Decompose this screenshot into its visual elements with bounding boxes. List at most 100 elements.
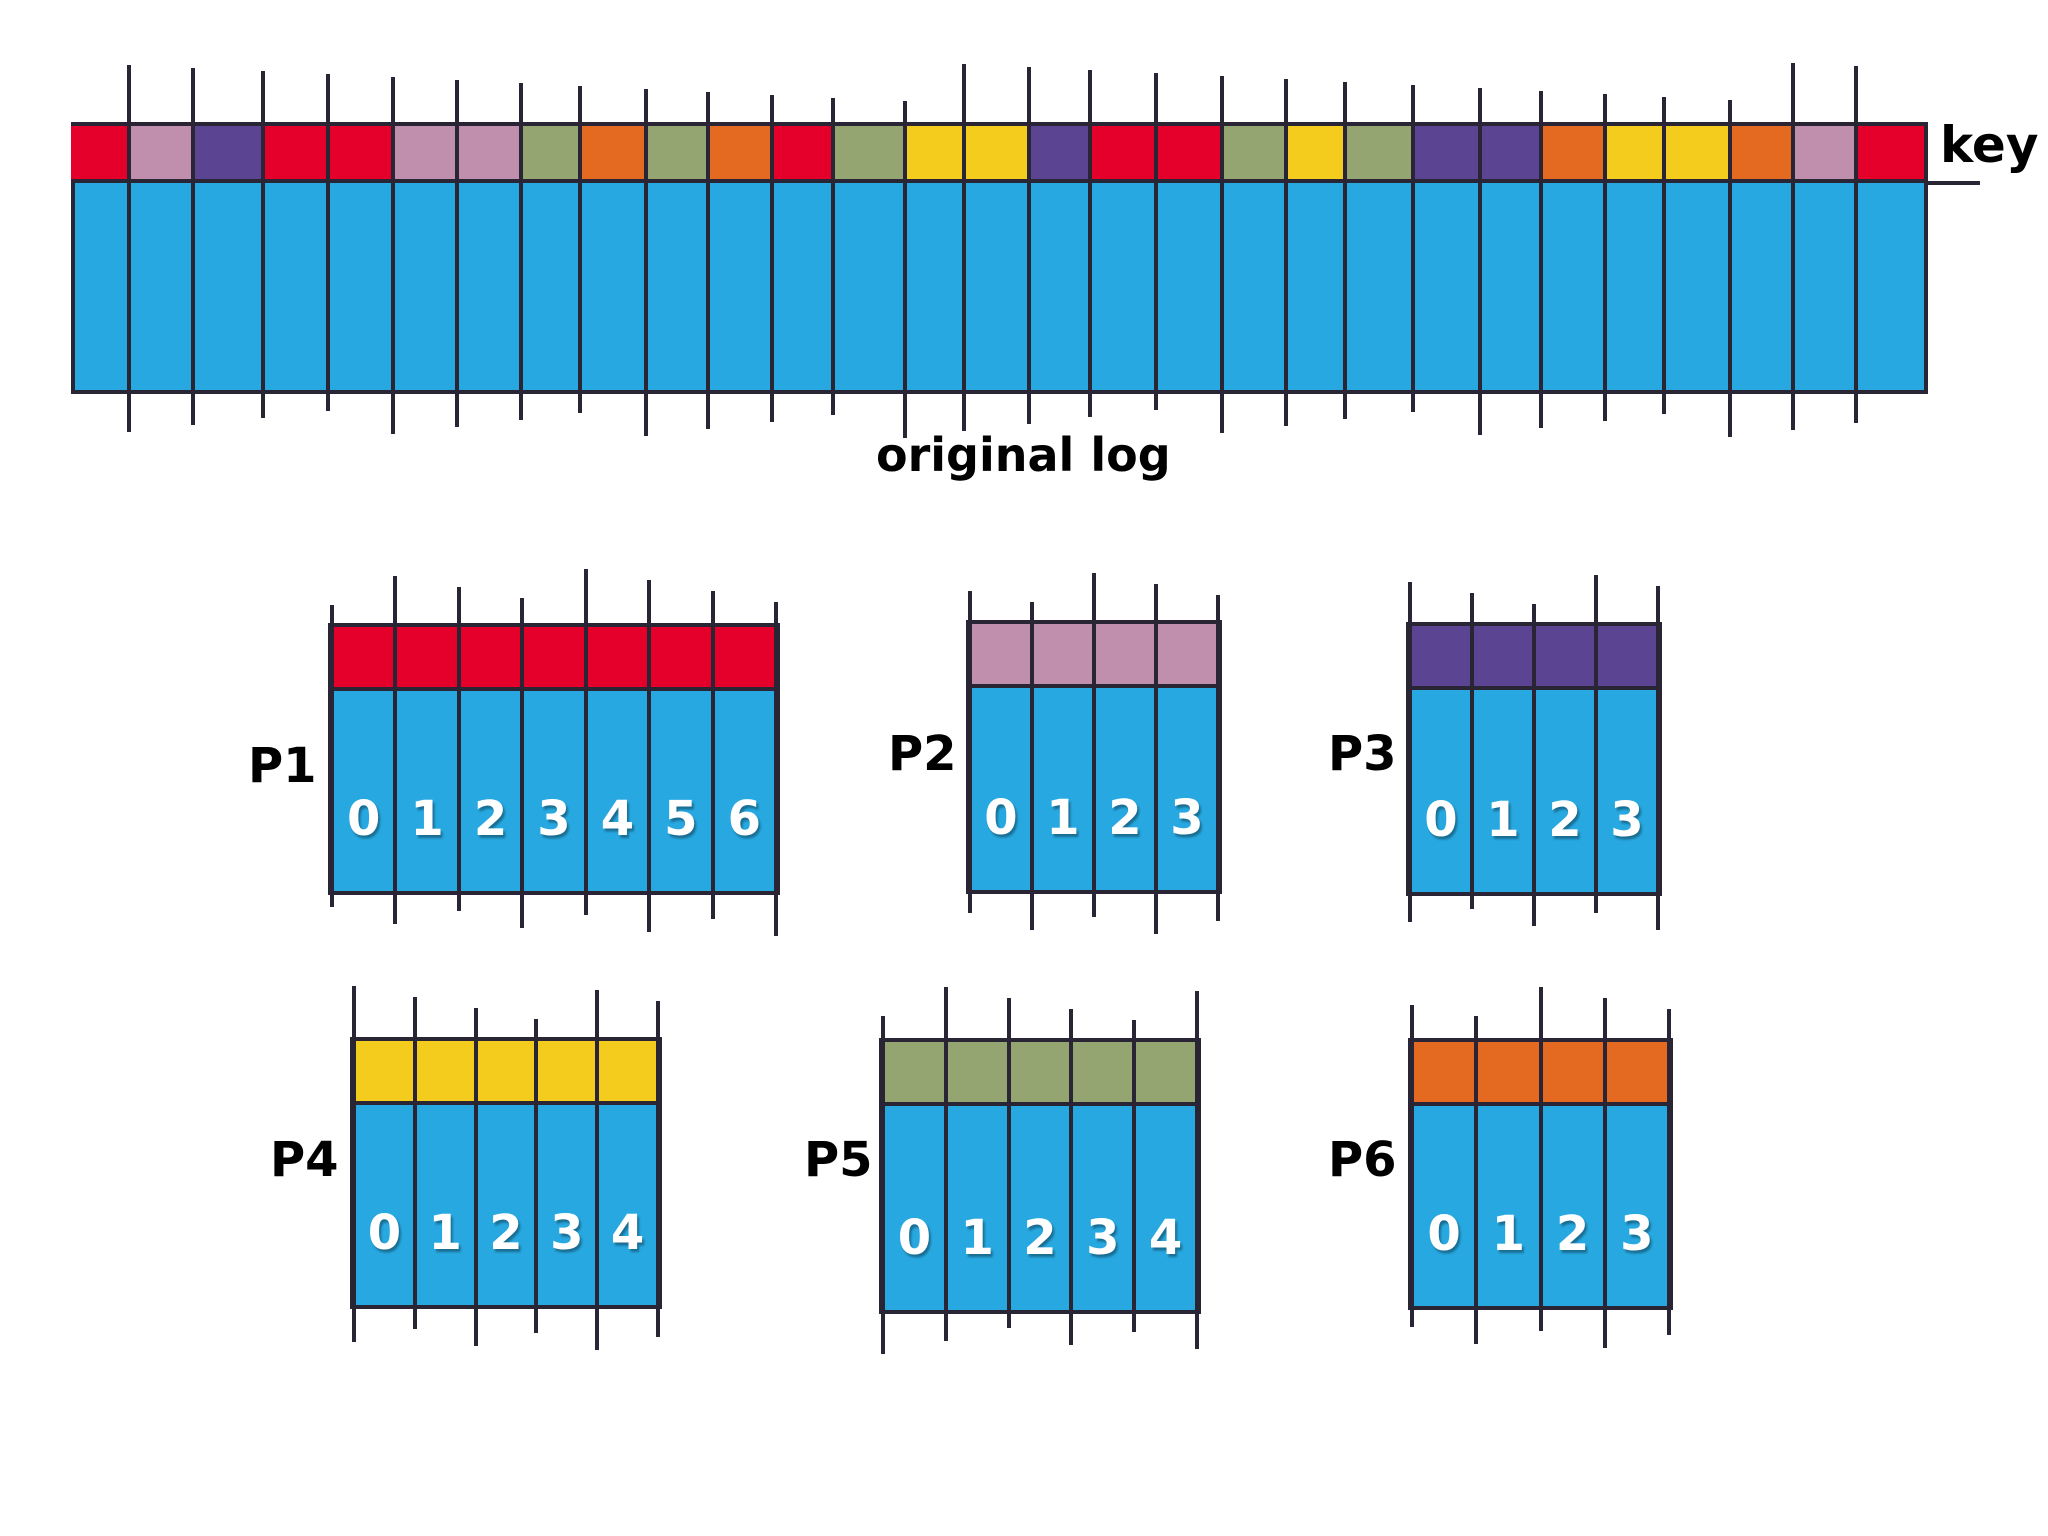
partition-record: 2 bbox=[458, 627, 523, 891]
partition-record: 4 bbox=[585, 627, 650, 891]
record-divider bbox=[1132, 1020, 1137, 1332]
record-key-purple bbox=[1596, 626, 1658, 690]
offset-label: 3 bbox=[1170, 790, 1204, 846]
partition-record: 6 bbox=[712, 627, 776, 891]
offset-label: 1 bbox=[1491, 1206, 1526, 1262]
record-divider bbox=[1470, 593, 1474, 909]
record-divider bbox=[1656, 586, 1660, 930]
offset-label: 1 bbox=[1486, 792, 1520, 848]
log-record bbox=[646, 126, 708, 390]
partition-label-p6: P6 bbox=[1328, 1132, 1397, 1188]
record-divider bbox=[710, 591, 715, 919]
partition-record: 1 bbox=[1032, 624, 1094, 890]
record-key-yellow bbox=[964, 126, 1029, 183]
record-key-orange bbox=[1541, 126, 1605, 183]
log-record bbox=[1856, 126, 1924, 390]
record-divider bbox=[456, 587, 461, 911]
record-key-pink bbox=[1793, 126, 1856, 183]
log-record bbox=[71, 126, 129, 390]
record-key-orange bbox=[1476, 1042, 1541, 1106]
offset-label: 3 bbox=[1610, 792, 1644, 848]
record-key-purple bbox=[1480, 126, 1541, 183]
offset-label: 0 bbox=[347, 791, 381, 847]
partition-record: 0 bbox=[883, 1042, 946, 1310]
record-divider bbox=[191, 68, 195, 425]
record-divider bbox=[519, 83, 523, 420]
partition-record: 0 bbox=[354, 1041, 415, 1305]
offset-label: 1 bbox=[410, 791, 444, 847]
record-key-yellow bbox=[597, 1041, 658, 1105]
record-key-red bbox=[1856, 126, 1924, 183]
offset-label: 6 bbox=[727, 791, 761, 847]
offset-label: 3 bbox=[1620, 1206, 1654, 1262]
log-record bbox=[964, 126, 1029, 390]
record-key-pink bbox=[129, 126, 193, 183]
record-divider bbox=[770, 95, 774, 422]
original-log-bar bbox=[71, 122, 1928, 394]
record-divider bbox=[1220, 76, 1224, 433]
record-key-red bbox=[328, 126, 393, 183]
record-divider bbox=[1539, 91, 1543, 428]
record-divider bbox=[455, 80, 459, 427]
log-record bbox=[1286, 126, 1345, 390]
partition-record: 3 bbox=[1604, 1042, 1669, 1306]
record-divider bbox=[1154, 584, 1158, 934]
log-record bbox=[1029, 126, 1090, 390]
offset-label: 3 bbox=[537, 791, 571, 847]
partition-record: 1 bbox=[395, 627, 459, 891]
record-divider bbox=[330, 605, 334, 907]
log-record bbox=[393, 126, 457, 390]
record-key-green bbox=[1071, 1042, 1135, 1106]
log-record bbox=[905, 126, 964, 390]
offset-label: 0 bbox=[897, 1210, 932, 1266]
record-divider bbox=[1603, 94, 1607, 421]
record-divider bbox=[1154, 73, 1158, 410]
log-record bbox=[193, 126, 263, 390]
record-divider bbox=[903, 101, 907, 438]
offset-label: 2 bbox=[489, 1205, 523, 1261]
record-divider bbox=[412, 997, 417, 1329]
record-divider bbox=[647, 580, 652, 932]
partition-record: 1 bbox=[1472, 626, 1534, 892]
record-divider bbox=[1791, 63, 1795, 430]
offset-label: 2 bbox=[1555, 1206, 1590, 1262]
partition-record: 3 bbox=[1596, 626, 1658, 892]
record-divider bbox=[1006, 998, 1011, 1328]
record-divider bbox=[1411, 85, 1415, 412]
record-key-yellow bbox=[475, 1041, 537, 1105]
record-key-green bbox=[833, 126, 905, 183]
partition-record: 1 bbox=[414, 1041, 476, 1305]
partition-label-p3: P3 bbox=[1328, 726, 1397, 782]
log-record bbox=[129, 126, 193, 390]
record-divider bbox=[578, 86, 582, 413]
record-key-yellow bbox=[354, 1041, 415, 1105]
partition-record: 0 bbox=[1412, 1042, 1477, 1306]
record-key-purple bbox=[1410, 626, 1472, 690]
record-divider bbox=[1538, 987, 1543, 1331]
record-divider bbox=[1667, 1009, 1671, 1335]
partition-label-p5: P5 bbox=[804, 1132, 873, 1188]
record-key-red bbox=[71, 126, 129, 183]
record-divider bbox=[1343, 82, 1347, 419]
log-record bbox=[1156, 126, 1222, 390]
record-key-orange bbox=[1540, 1042, 1605, 1106]
record-divider bbox=[1662, 97, 1666, 414]
log-record bbox=[580, 126, 646, 390]
record-key-green bbox=[1134, 1042, 1197, 1106]
partition-record: 4 bbox=[597, 1041, 658, 1305]
record-divider bbox=[127, 65, 131, 432]
record-divider bbox=[968, 591, 972, 913]
record-key-red bbox=[395, 627, 459, 691]
record-divider bbox=[644, 89, 648, 436]
log-record bbox=[521, 126, 580, 390]
record-divider bbox=[1410, 1005, 1414, 1327]
record-key-green bbox=[521, 126, 580, 183]
log-record bbox=[833, 126, 905, 390]
log-record bbox=[263, 126, 328, 390]
record-divider bbox=[534, 1019, 539, 1333]
log-record bbox=[1664, 126, 1730, 390]
key-row-pointer-line bbox=[1924, 181, 1980, 185]
offset-label: 2 bbox=[1023, 1210, 1057, 1266]
record-key-green bbox=[646, 126, 708, 183]
